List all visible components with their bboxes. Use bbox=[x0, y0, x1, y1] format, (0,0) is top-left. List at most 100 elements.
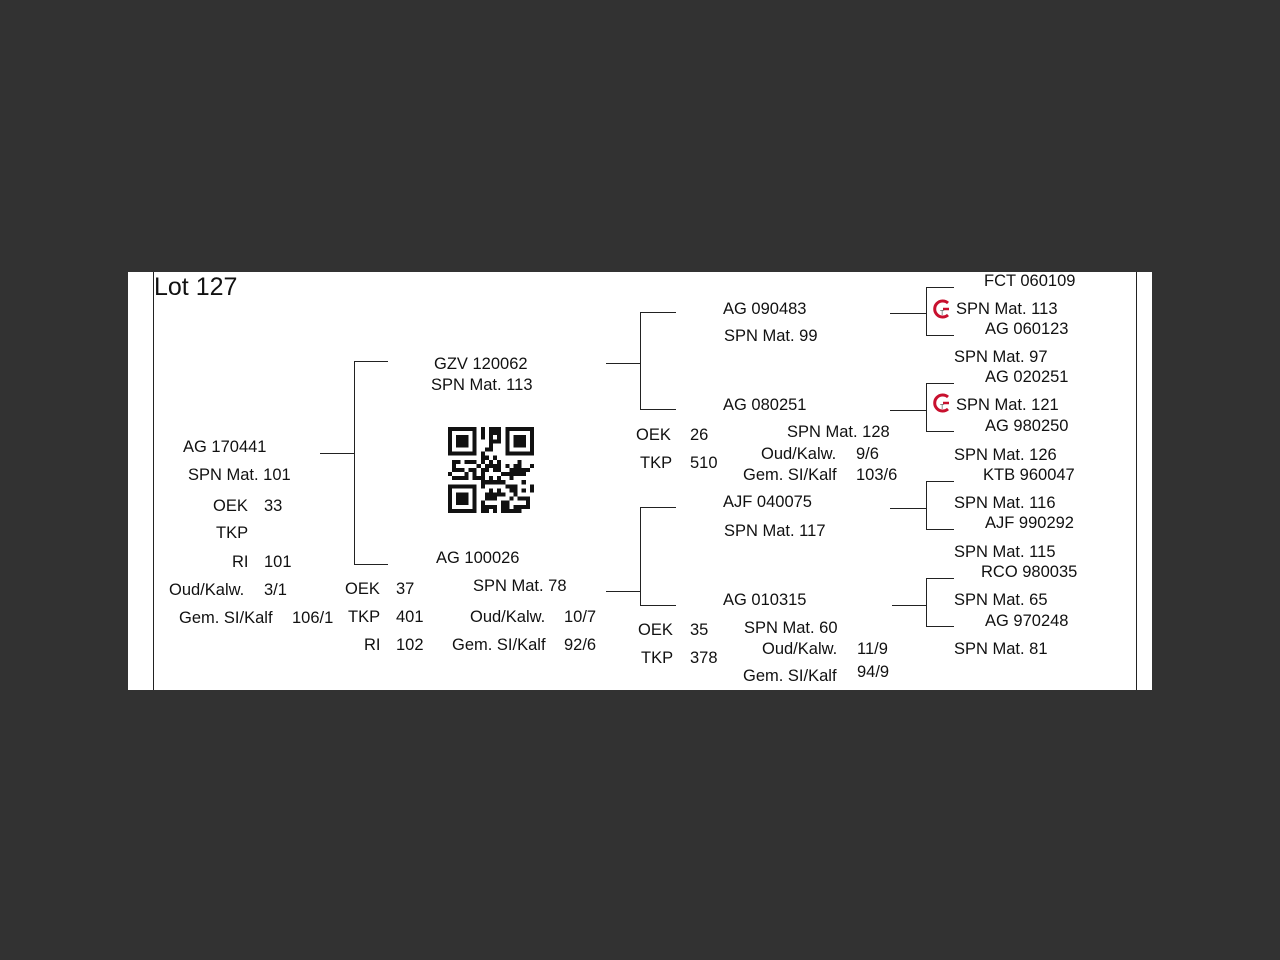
sire-dam-tkp-label: TKP bbox=[640, 454, 673, 472]
breed-logo-icon: T bbox=[933, 393, 949, 413]
sire-spn: SPN Mat. 113 bbox=[431, 376, 533, 394]
dam-sire-id: AJF 040075 bbox=[723, 493, 812, 511]
animal-ri-label: RI bbox=[232, 553, 249, 571]
sire-id: GZV 120062 bbox=[434, 355, 528, 373]
dam-dam-oud-label: Oud/Kalw. bbox=[762, 640, 838, 658]
connector-line bbox=[606, 363, 640, 364]
sire-dam-gem-label: Gem. SI/Kalf bbox=[743, 466, 837, 484]
dam-dam-oud-value: 11/9 bbox=[857, 640, 888, 658]
ggp-3-spn: SPN Mat. 121 bbox=[956, 396, 1059, 414]
ggp-5-spn: SPN Mat. 116 bbox=[954, 494, 1056, 512]
ggp-2-spn: SPN Mat. 97 bbox=[954, 348, 1048, 366]
animal-oek-value: 33 bbox=[264, 497, 283, 515]
left-margin-rule bbox=[153, 272, 154, 690]
connector-line bbox=[640, 409, 676, 410]
ggp-6-id: AJF 990292 bbox=[985, 514, 1074, 532]
dam-dam-id: AG 010315 bbox=[723, 591, 807, 609]
dam-dam-gem-value: 94/9 bbox=[857, 663, 890, 681]
ggp-7-id: RCO 980035 bbox=[981, 563, 1078, 581]
svg-text:T: T bbox=[940, 310, 945, 317]
connector-line bbox=[640, 507, 676, 508]
connector-line bbox=[354, 564, 388, 565]
lot-title: Lot 127 bbox=[154, 273, 238, 301]
sire-dam-oud-label: Oud/Kalw. bbox=[761, 445, 837, 463]
ggp-8-spn: SPN Mat. 81 bbox=[954, 640, 1048, 658]
dam-oek-value: 37 bbox=[396, 580, 415, 598]
connector-line bbox=[640, 507, 641, 605]
connector-line bbox=[606, 591, 640, 592]
connector-line bbox=[320, 453, 354, 454]
sire-sire-spn: SPN Mat. 99 bbox=[724, 327, 818, 345]
animal-gem-label: Gem. SI/Kalf bbox=[179, 609, 273, 627]
svg-text:T: T bbox=[940, 404, 945, 411]
connector-line bbox=[890, 508, 926, 509]
dam-gem-value: 92/6 bbox=[564, 636, 597, 654]
connector-line bbox=[890, 410, 926, 411]
connector-line bbox=[892, 605, 926, 606]
ggp-2-id: AG 060123 bbox=[985, 320, 1069, 338]
animal-id: AG 170441 bbox=[183, 438, 267, 456]
sire-dam-spn: SPN Mat. 128 bbox=[787, 423, 890, 441]
connector-line bbox=[926, 383, 927, 431]
dam-gem-label: Gem. SI/Kalf bbox=[452, 636, 546, 654]
animal-tkp-label: TKP bbox=[216, 524, 249, 542]
ggp-5-id: KTB 960047 bbox=[983, 466, 1075, 484]
qr-code-icon bbox=[448, 427, 534, 513]
dam-dam-gem-label: Gem. SI/Kalf bbox=[743, 667, 837, 685]
dam-oud-label: Oud/Kalw. bbox=[470, 608, 546, 626]
ggp-1-spn: SPN Mat. 113 bbox=[956, 300, 1058, 318]
connector-line bbox=[926, 383, 954, 384]
dam-id: AG 100026 bbox=[436, 549, 520, 567]
dam-sire-spn: SPN Mat. 117 bbox=[724, 522, 826, 540]
sire-dam-oek-value: 26 bbox=[690, 426, 709, 444]
pedigree-sheet: Lot 127 AG 170441 SPN Mat. 101 OEK 33 TK… bbox=[128, 272, 1152, 690]
ggp-6-spn: SPN Mat. 115 bbox=[954, 543, 1056, 561]
connector-line bbox=[640, 312, 676, 313]
dam-dam-tkp-label: TKP bbox=[641, 649, 674, 667]
animal-spn: SPN Mat. 101 bbox=[188, 466, 291, 484]
animal-ri-value: 101 bbox=[264, 553, 292, 571]
connector-line bbox=[926, 431, 954, 432]
ggp-4-id: AG 980250 bbox=[985, 417, 1069, 435]
breed-logo-icon: T bbox=[933, 299, 949, 319]
dam-ri-label: RI bbox=[364, 636, 381, 654]
connector-line bbox=[890, 313, 926, 314]
sire-dam-oud-value: 9/6 bbox=[856, 445, 879, 463]
sire-dam-tkp-value: 510 bbox=[690, 454, 718, 472]
connector-line bbox=[926, 481, 927, 529]
dam-tkp-value: 401 bbox=[396, 608, 424, 626]
sire-dam-gem-value: 103/6 bbox=[856, 466, 898, 484]
ggp-1-id: FCT 060109 bbox=[984, 272, 1076, 290]
dam-tkp-label: TKP bbox=[348, 608, 381, 626]
animal-oud-label: Oud/Kalw. bbox=[169, 581, 245, 599]
connector-line bbox=[926, 529, 954, 530]
animal-oud-value: 3/1 bbox=[264, 581, 287, 599]
connector-line bbox=[926, 287, 954, 288]
connector-line bbox=[926, 481, 954, 482]
dam-dam-oek-label: OEK bbox=[638, 621, 673, 639]
sire-dam-id: AG 080251 bbox=[723, 396, 807, 414]
connector-line bbox=[640, 312, 641, 409]
sire-dam-oek-label: OEK bbox=[636, 426, 671, 444]
ggp-8-id: AG 970248 bbox=[985, 612, 1069, 630]
connector-line bbox=[926, 335, 954, 336]
dam-oud-value: 10/7 bbox=[564, 608, 597, 626]
connector-line bbox=[640, 605, 676, 606]
connector-line bbox=[926, 578, 954, 579]
sire-sire-id: AG 090483 bbox=[723, 300, 807, 318]
animal-gem-value: 106/1 bbox=[292, 609, 334, 627]
animal-oek-label: OEK bbox=[213, 497, 248, 515]
dam-dam-spn: SPN Mat. 60 bbox=[744, 619, 838, 637]
connector-line bbox=[926, 578, 927, 626]
dam-dam-tkp-value: 378 bbox=[690, 649, 718, 667]
ggp-7-spn: SPN Mat. 65 bbox=[954, 591, 1048, 609]
ggp-3-id: AG 020251 bbox=[985, 368, 1069, 386]
connector-line bbox=[354, 361, 355, 564]
dam-ri-value: 102 bbox=[396, 636, 424, 654]
connector-line bbox=[926, 626, 954, 627]
ggp-4-spn: SPN Mat. 126 bbox=[954, 446, 1057, 464]
dam-spn: SPN Mat. 78 bbox=[473, 577, 567, 595]
connector-line bbox=[926, 287, 927, 335]
dam-oek-label: OEK bbox=[345, 580, 380, 598]
connector-line bbox=[354, 361, 388, 362]
